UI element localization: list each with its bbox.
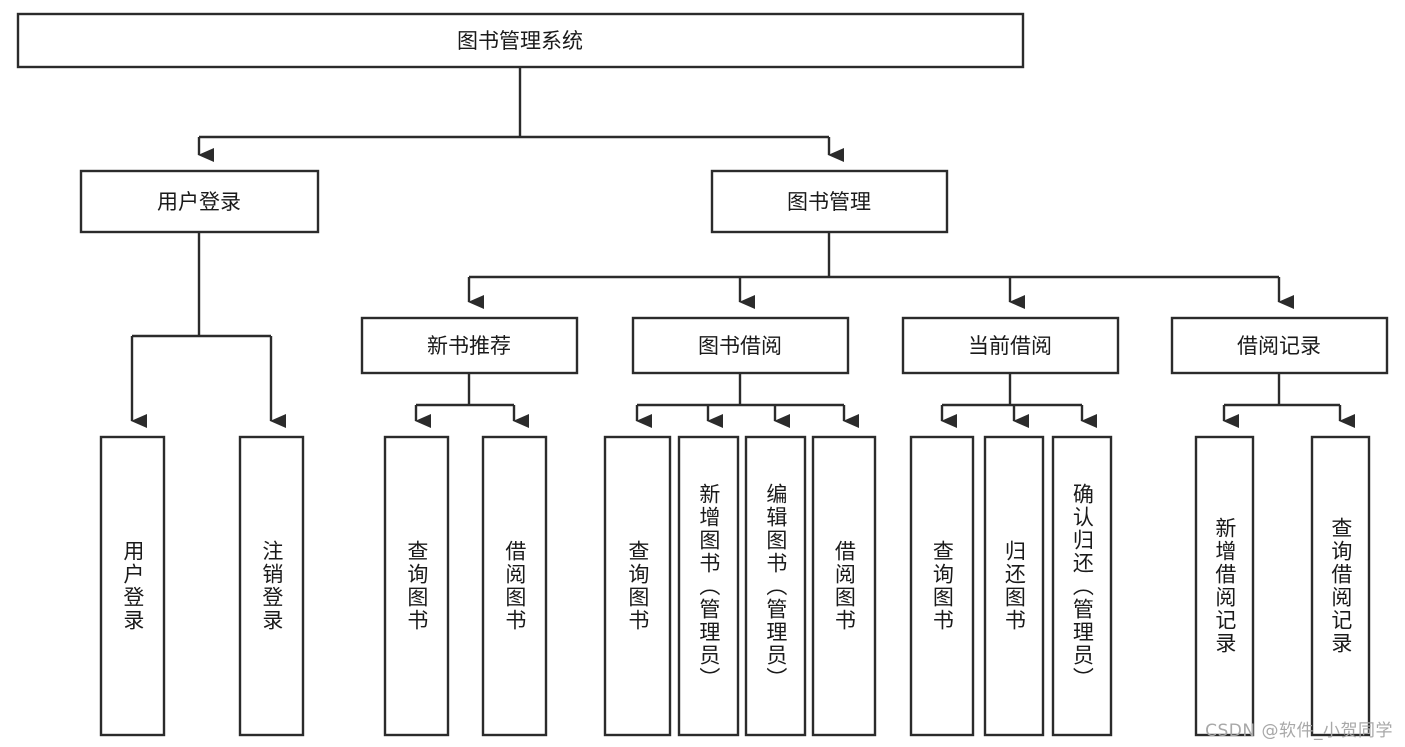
leaf-edit-book-box[interactable] (744, 435, 807, 737)
leaf-query-book-1-box[interactable] (383, 435, 450, 737)
node-borrow-record-label: 借阅记录 (1237, 334, 1321, 358)
node-current-borrow-label: 当前借阅 (968, 334, 1052, 358)
leaf-borrow-book-1-box[interactable] (481, 435, 548, 737)
leaf-add-book-box[interactable] (677, 435, 740, 737)
node-user-login-box[interactable] (79, 169, 320, 234)
node-new-book-recommend-box[interactable] (360, 316, 579, 375)
leaf-query-book-3-box[interactable] (909, 435, 975, 737)
leaf-user-logout-box[interactable] (238, 435, 305, 737)
node-book-borrow-label: 图书借阅 (698, 334, 782, 358)
leaf-user-login-box[interactable] (99, 435, 166, 737)
node-current-borrow-box[interactable] (901, 316, 1120, 375)
leaf-add-record-box[interactable] (1194, 435, 1255, 737)
node-user-login-label: 用户登录 (157, 190, 241, 214)
leaf-borrow-book-2-box[interactable] (811, 435, 877, 737)
node-book-manage-label: 图书管理 (787, 190, 871, 214)
node-root-label: 图书管理系统 (457, 29, 583, 53)
leaf-return-book-box[interactable] (983, 435, 1045, 737)
leaf-query-record-box[interactable] (1310, 435, 1371, 737)
leaf-query-book-2-box[interactable] (603, 435, 672, 737)
node-root-box[interactable] (16, 12, 1025, 69)
node-new-book-recommend-label: 新书推荐 (427, 334, 511, 358)
leaf-confirm-return-box[interactable] (1051, 435, 1113, 737)
csdn-watermark: CSDN @软件_小贺同学 (1205, 721, 1393, 741)
